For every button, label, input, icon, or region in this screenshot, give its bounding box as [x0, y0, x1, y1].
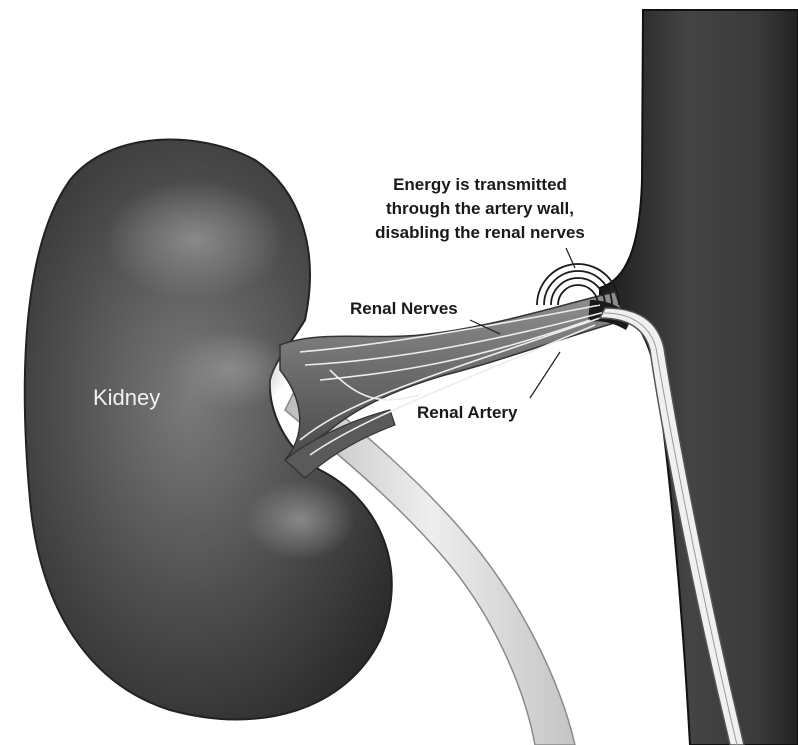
renal-artery-label: Renal Artery [417, 403, 518, 422]
kidney-label: Kidney [93, 385, 160, 410]
aorta [600, 10, 798, 745]
energy-caption-line-3: disabling the renal nerves [375, 223, 585, 242]
renal-artery [280, 292, 632, 478]
renal-nerves-label: Renal Nerves [350, 299, 458, 318]
energy-caption-line-2: through the artery wall, [386, 199, 574, 218]
energy-caption-line-1: Energy is transmitted [393, 175, 567, 194]
